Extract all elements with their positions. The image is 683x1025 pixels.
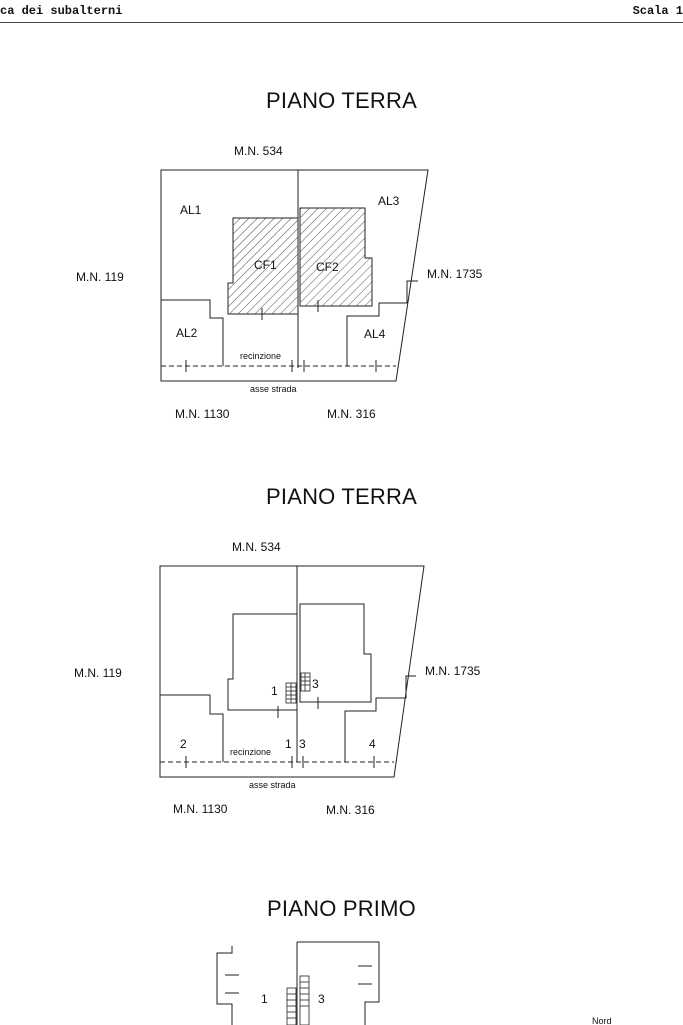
plan1-fence-label: recinzione: [240, 351, 281, 361]
plan2-south-east-neighbor: M.N. 316: [326, 803, 375, 817]
plan1-east-neighbor: M.N. 1735: [427, 267, 483, 281]
plan2-unit-1-upper: 1: [271, 684, 278, 698]
plan3-unit-1: 1: [261, 992, 268, 1006]
plan3-title: PIANO PRIMO: [267, 896, 416, 921]
plan1-area-al1: AL1: [180, 203, 202, 217]
scale-label: Scala 1: [632, 4, 683, 18]
header-rule: [0, 22, 683, 23]
plan1-al4-outline: [346, 280, 418, 366]
plan2-unit-3-lower: 3: [299, 737, 306, 751]
plan3-unit-3: 3: [318, 992, 325, 1006]
plan3-stair: [286, 975, 310, 1025]
plan2-east-neighbor: M.N. 1735: [425, 664, 481, 678]
plan2-tick-marks: [185, 697, 375, 768]
plan1-tick-marks: [185, 300, 377, 372]
plan2-right-enclosure: [344, 675, 416, 762]
plan2-road-label: asse strada: [249, 780, 296, 790]
plan2-east-building: [299, 603, 372, 703]
plan2-drawing: M.N. 534 M.N. 119 M.N. 1735 M.N. 1130 M.…: [74, 540, 481, 817]
plan1-area-al4: AL4: [364, 327, 386, 341]
plan1-area-cf2: CF2: [316, 260, 339, 274]
plan2-unit-2: 2: [180, 737, 187, 751]
plan2-left-enclosure: [160, 694, 224, 762]
plan2-lot-boundary: [159, 565, 425, 778]
plan1-south-east-neighbor: M.N. 316: [327, 407, 376, 421]
plan2-west-building: [227, 613, 298, 711]
plan2-stair-right: [300, 672, 311, 692]
document-header: ca dei subalterni Scala 1: [0, 0, 683, 25]
plan1-area-cf1: CF1: [254, 258, 277, 272]
plan2-unit-3-upper: 3: [312, 677, 319, 691]
plan2-south-west-neighbor: M.N. 1130: [173, 802, 228, 816]
document-title: ca dei subalterni: [0, 4, 123, 18]
plan3-wall-ticks: [225, 965, 372, 994]
plan1-area-al3: AL3: [378, 194, 400, 208]
plan2-fence-label: recinzione: [230, 747, 271, 757]
plan2-title: PIANO TERRA: [266, 484, 417, 509]
plan3-left-wing: [216, 946, 233, 1025]
plan2-unit-4: 4: [369, 737, 376, 751]
plan3-right-wing: [297, 941, 380, 1025]
plan3-north-label: Nord: [592, 1016, 612, 1025]
plan2-west-neighbor: M.N. 119: [74, 666, 122, 680]
plan2-north-neighbor: M.N. 534: [232, 540, 281, 554]
plan1-area-al2: AL2: [176, 326, 198, 340]
plan2-stair-left: [285, 682, 297, 704]
plan2-unit-1-lower: 1: [285, 737, 292, 751]
plan1-cf2-building: [299, 207, 373, 307]
plan1-north-neighbor: M.N. 534: [234, 144, 283, 158]
plan1-title: PIANO TERRA: [266, 88, 417, 113]
plan1-drawing: M.N. 534 M.N. 119 M.N. 1735 M.N. 1130 M.…: [76, 144, 483, 421]
plan1-al2-outline: [161, 299, 224, 366]
plan1-road-label: asse strada: [250, 384, 297, 394]
plan1-cf1-building: [227, 217, 299, 315]
plan1-west-neighbor: M.N. 119: [76, 270, 124, 284]
plan1-south-west-neighbor: M.N. 1130: [175, 407, 230, 421]
plan3-drawing: 1 3 Nord: [216, 941, 612, 1025]
